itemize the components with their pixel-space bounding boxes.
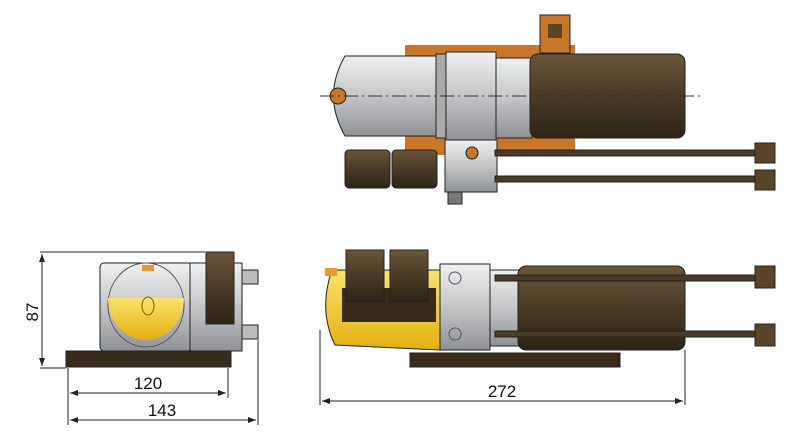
tie-rod-1 [494, 274, 761, 282]
solenoid-coil [205, 251, 235, 325]
adapter [495, 57, 533, 139]
valve-stem [447, 191, 463, 205]
filler-plug [325, 268, 337, 276]
rod-nut-2 [754, 169, 776, 191]
solenoid-coil-2 [391, 149, 438, 189]
nut-icon [548, 24, 562, 38]
sight-glass [141, 296, 155, 316]
rod-nut-1 [754, 265, 776, 289]
height-dimension-label: 87 [23, 303, 42, 322]
solenoid-coil-2 [389, 249, 429, 303]
side-view [325, 249, 776, 368]
front-view [65, 251, 259, 368]
tie-rod-1 [494, 149, 761, 157]
solenoid-coil-1 [345, 249, 385, 303]
rod-nut-2 [754, 323, 776, 347]
length-dimension-label: 272 [488, 382, 516, 401]
port-fitting-2 [241, 324, 259, 340]
pump-body [439, 263, 491, 351]
rod-nut-1 [754, 142, 776, 164]
oil-level [108, 298, 184, 340]
base-feet [409, 352, 621, 368]
tank-outline [107, 262, 185, 348]
motor [517, 265, 686, 351]
width-outer-dimension-label: 143 [148, 401, 176, 420]
tie-rod-2 [494, 175, 761, 183]
solenoid-coil-1 [344, 149, 391, 189]
top-view [320, 14, 776, 205]
base-feet [65, 350, 232, 368]
filler-plug [142, 265, 154, 271]
bolt-icon [448, 327, 462, 341]
port-fitting-1 [241, 269, 259, 285]
width-inner-dimension-label: 120 [134, 374, 162, 393]
dimension-lines [39, 251, 686, 425]
tie-rod-2 [494, 330, 761, 338]
bolt-icon [448, 271, 462, 285]
port-icon [465, 146, 479, 160]
